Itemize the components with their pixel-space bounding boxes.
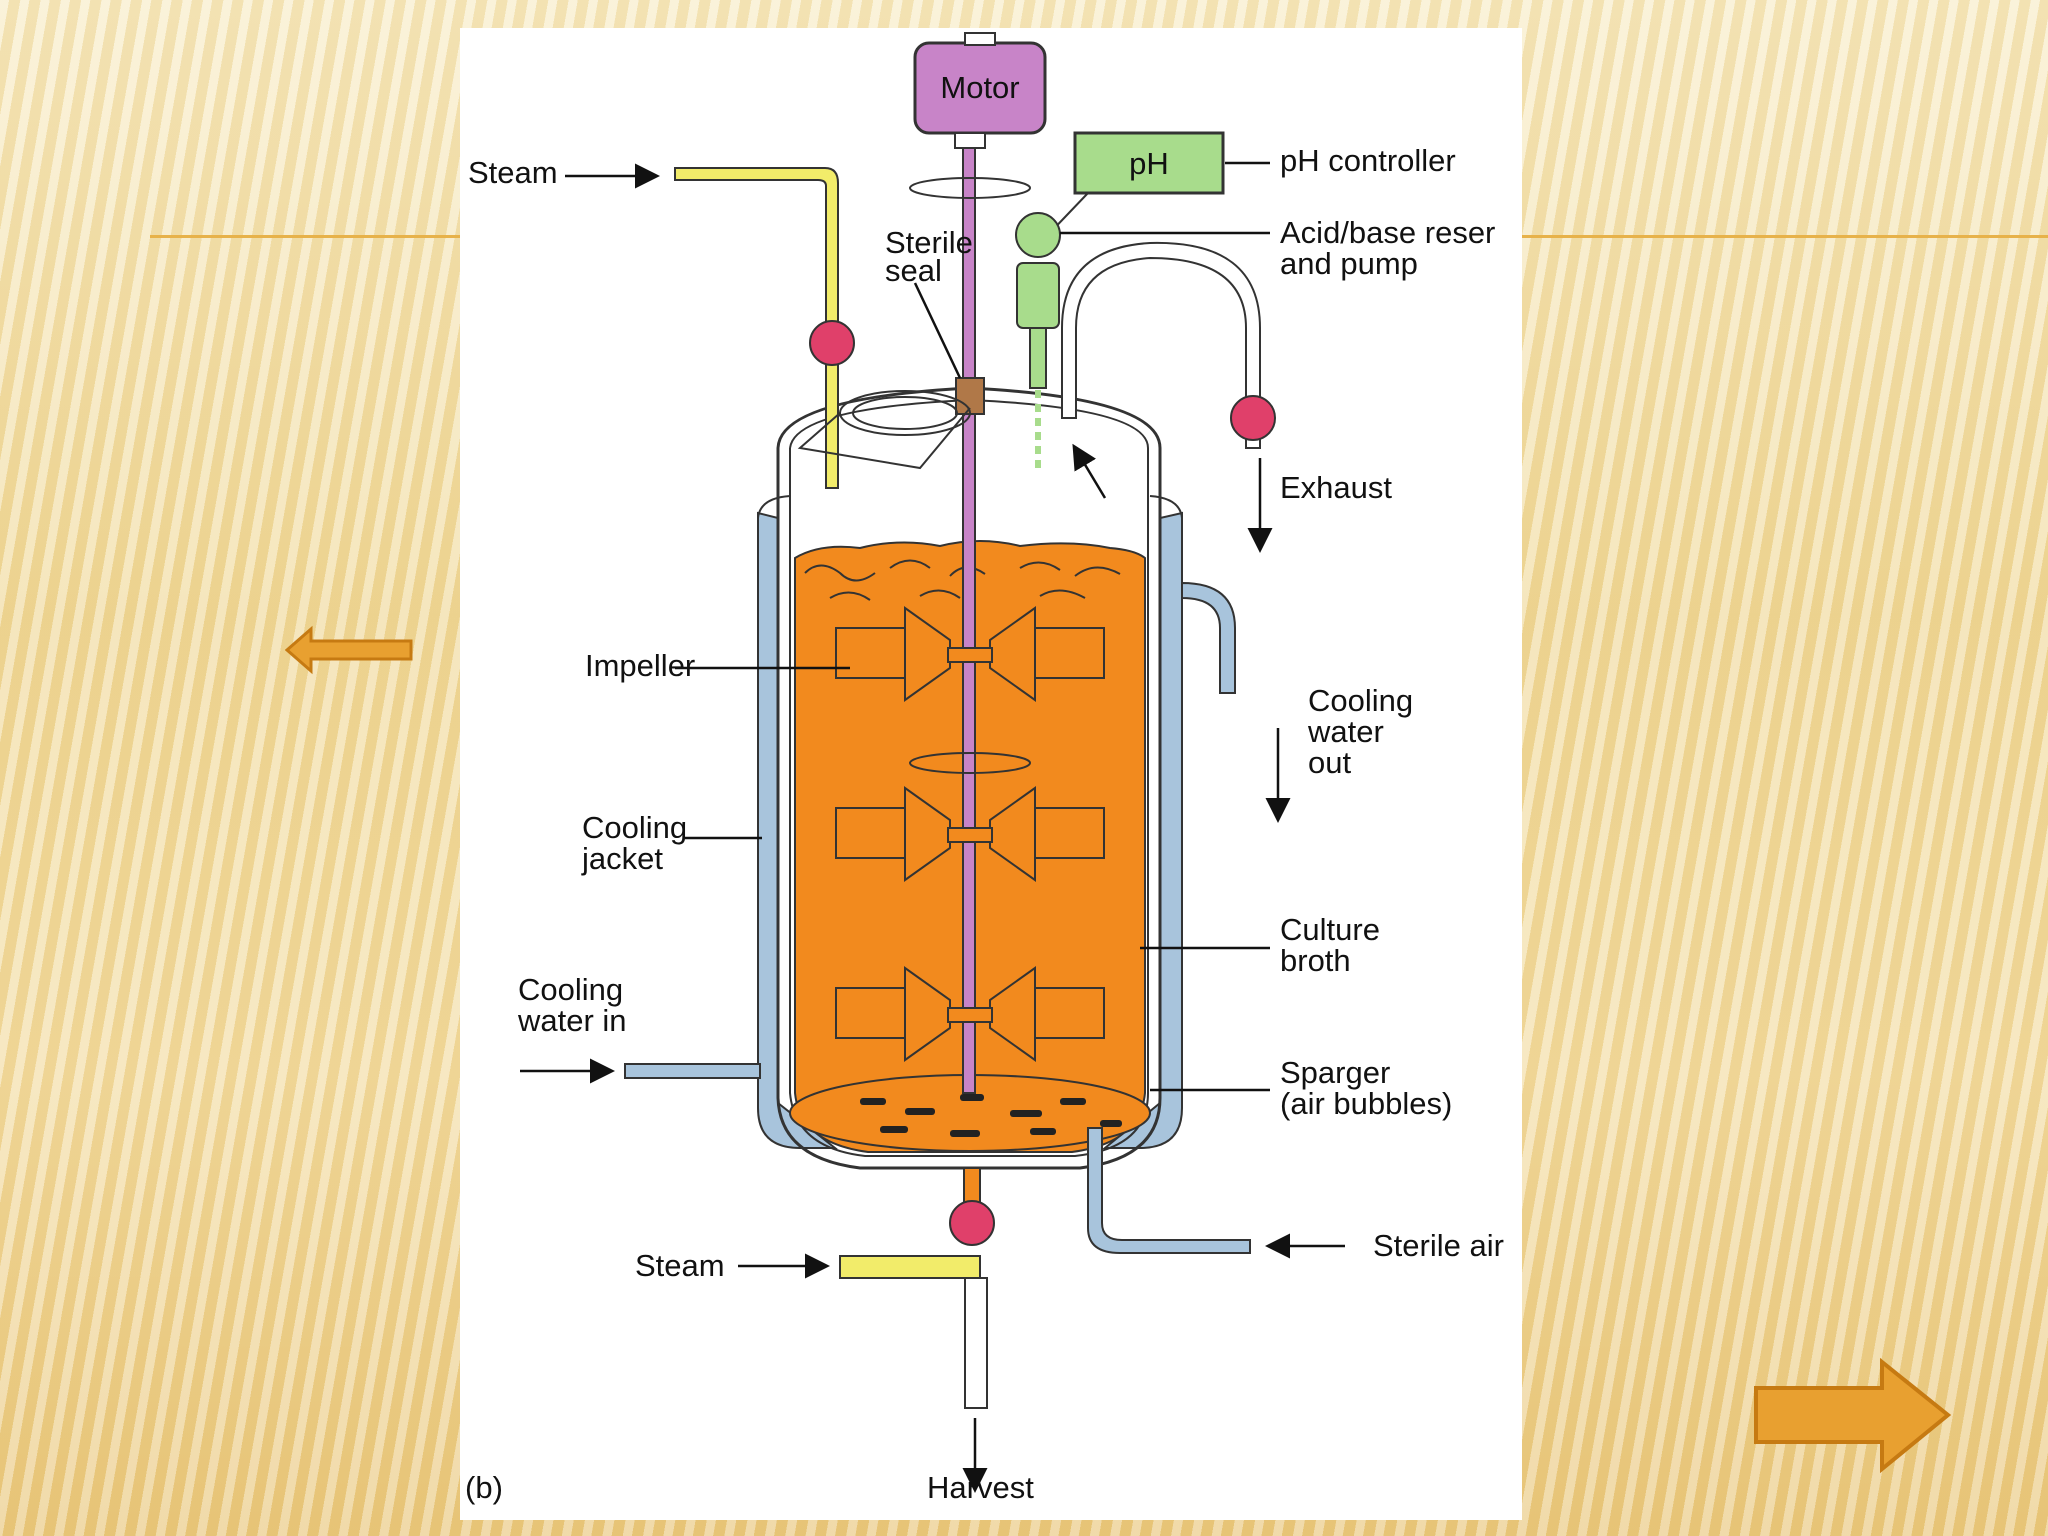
- motor-label: Motor: [940, 70, 1019, 105]
- harvest-valve: [949, 1200, 995, 1246]
- label-acid-base-1: Acid/base reser: [1280, 215, 1495, 250]
- sterile-air-pipe: [1087, 1127, 1251, 1254]
- label-impeller: Impeller: [585, 648, 695, 683]
- label-cooling-jacket-2: jacket: [581, 841, 663, 876]
- arrow-right-icon: [1754, 1357, 1952, 1474]
- impeller-bottom: [835, 966, 1105, 1062]
- rotation-indicator-top: [909, 177, 1031, 199]
- previous-slide-button[interactable]: [284, 625, 415, 675]
- impeller-shaft: [962, 142, 976, 1094]
- next-slide-button[interactable]: [1752, 1357, 1952, 1474]
- label-acid-base-2: and pump: [1280, 246, 1418, 281]
- label-sterile-seal-1: Sterile: [885, 225, 973, 260]
- label-cooling-water-out-2: water: [1307, 714, 1384, 749]
- foam-surface: [804, 559, 1121, 601]
- label-sterile-air: Sterile air: [1373, 1228, 1504, 1263]
- label-cooling-water-in-2: water in: [517, 1003, 627, 1038]
- label-culture-broth-1: Culture: [1280, 912, 1380, 947]
- steam-pipe-bottom: [839, 1255, 981, 1279]
- title-rule-left: [150, 235, 462, 238]
- steam-valve-top: [809, 320, 855, 366]
- cooling-water-out-pipe: [1181, 581, 1236, 694]
- label-exhaust: Exhaust: [1280, 470, 1392, 505]
- exhaust-pipe: [1061, 241, 1261, 449]
- label-cooling-water-out-3: out: [1308, 745, 1351, 780]
- label-steam-bottom: Steam: [635, 1248, 725, 1283]
- title-rule-right: [1520, 235, 2048, 238]
- motor-cap: [964, 32, 996, 46]
- harvest-outlet: [964, 1277, 988, 1409]
- inlet-arrow: [1072, 443, 1107, 499]
- label-panel: (b): [465, 1470, 503, 1505]
- acid-base-reservoir: [1016, 262, 1060, 329]
- label-cooling-jacket-1: Cooling: [582, 810, 687, 845]
- label-harvest: Harvest: [927, 1470, 1034, 1505]
- steam-pipe-top: [674, 167, 839, 489]
- label-sparger-1: Sparger: [1280, 1055, 1390, 1090]
- ph-box: [1073, 131, 1225, 195]
- leader-lines: [565, 161, 1270, 1279]
- impeller-top: [835, 606, 1105, 702]
- jacket-outer-left: [757, 495, 791, 519]
- label-culture-broth-2: broth: [1280, 943, 1351, 978]
- label-sparger-2: (air bubbles): [1280, 1086, 1452, 1121]
- ph-box-label: pH: [1129, 146, 1169, 181]
- acid-base-feed: [1029, 327, 1047, 389]
- impeller-middle: [835, 786, 1105, 882]
- jacket-outer-right: [1149, 495, 1183, 519]
- fermenter-diagram: Motor pH: [460, 28, 1522, 1520]
- exhaust-valve: [1230, 395, 1276, 441]
- label-cooling-water-in-1: Cooling: [518, 972, 623, 1007]
- arrow-left-icon: [284, 625, 413, 675]
- lid-coil: [797, 390, 971, 470]
- label-sterile-seal-2: seal: [885, 253, 942, 288]
- ph-pump-head: [1015, 212, 1061, 258]
- label-cooling-water-out-1: Cooling: [1308, 683, 1413, 718]
- cooling-water-in-pipe: [624, 1063, 761, 1079]
- rotation-indicator-middle: [909, 752, 1031, 774]
- label-ph-controller: pH controller: [1280, 143, 1456, 178]
- motor-base: [954, 132, 986, 149]
- label-steam-top: Steam: [468, 155, 558, 190]
- air-bubbles: [860, 1094, 1122, 1137]
